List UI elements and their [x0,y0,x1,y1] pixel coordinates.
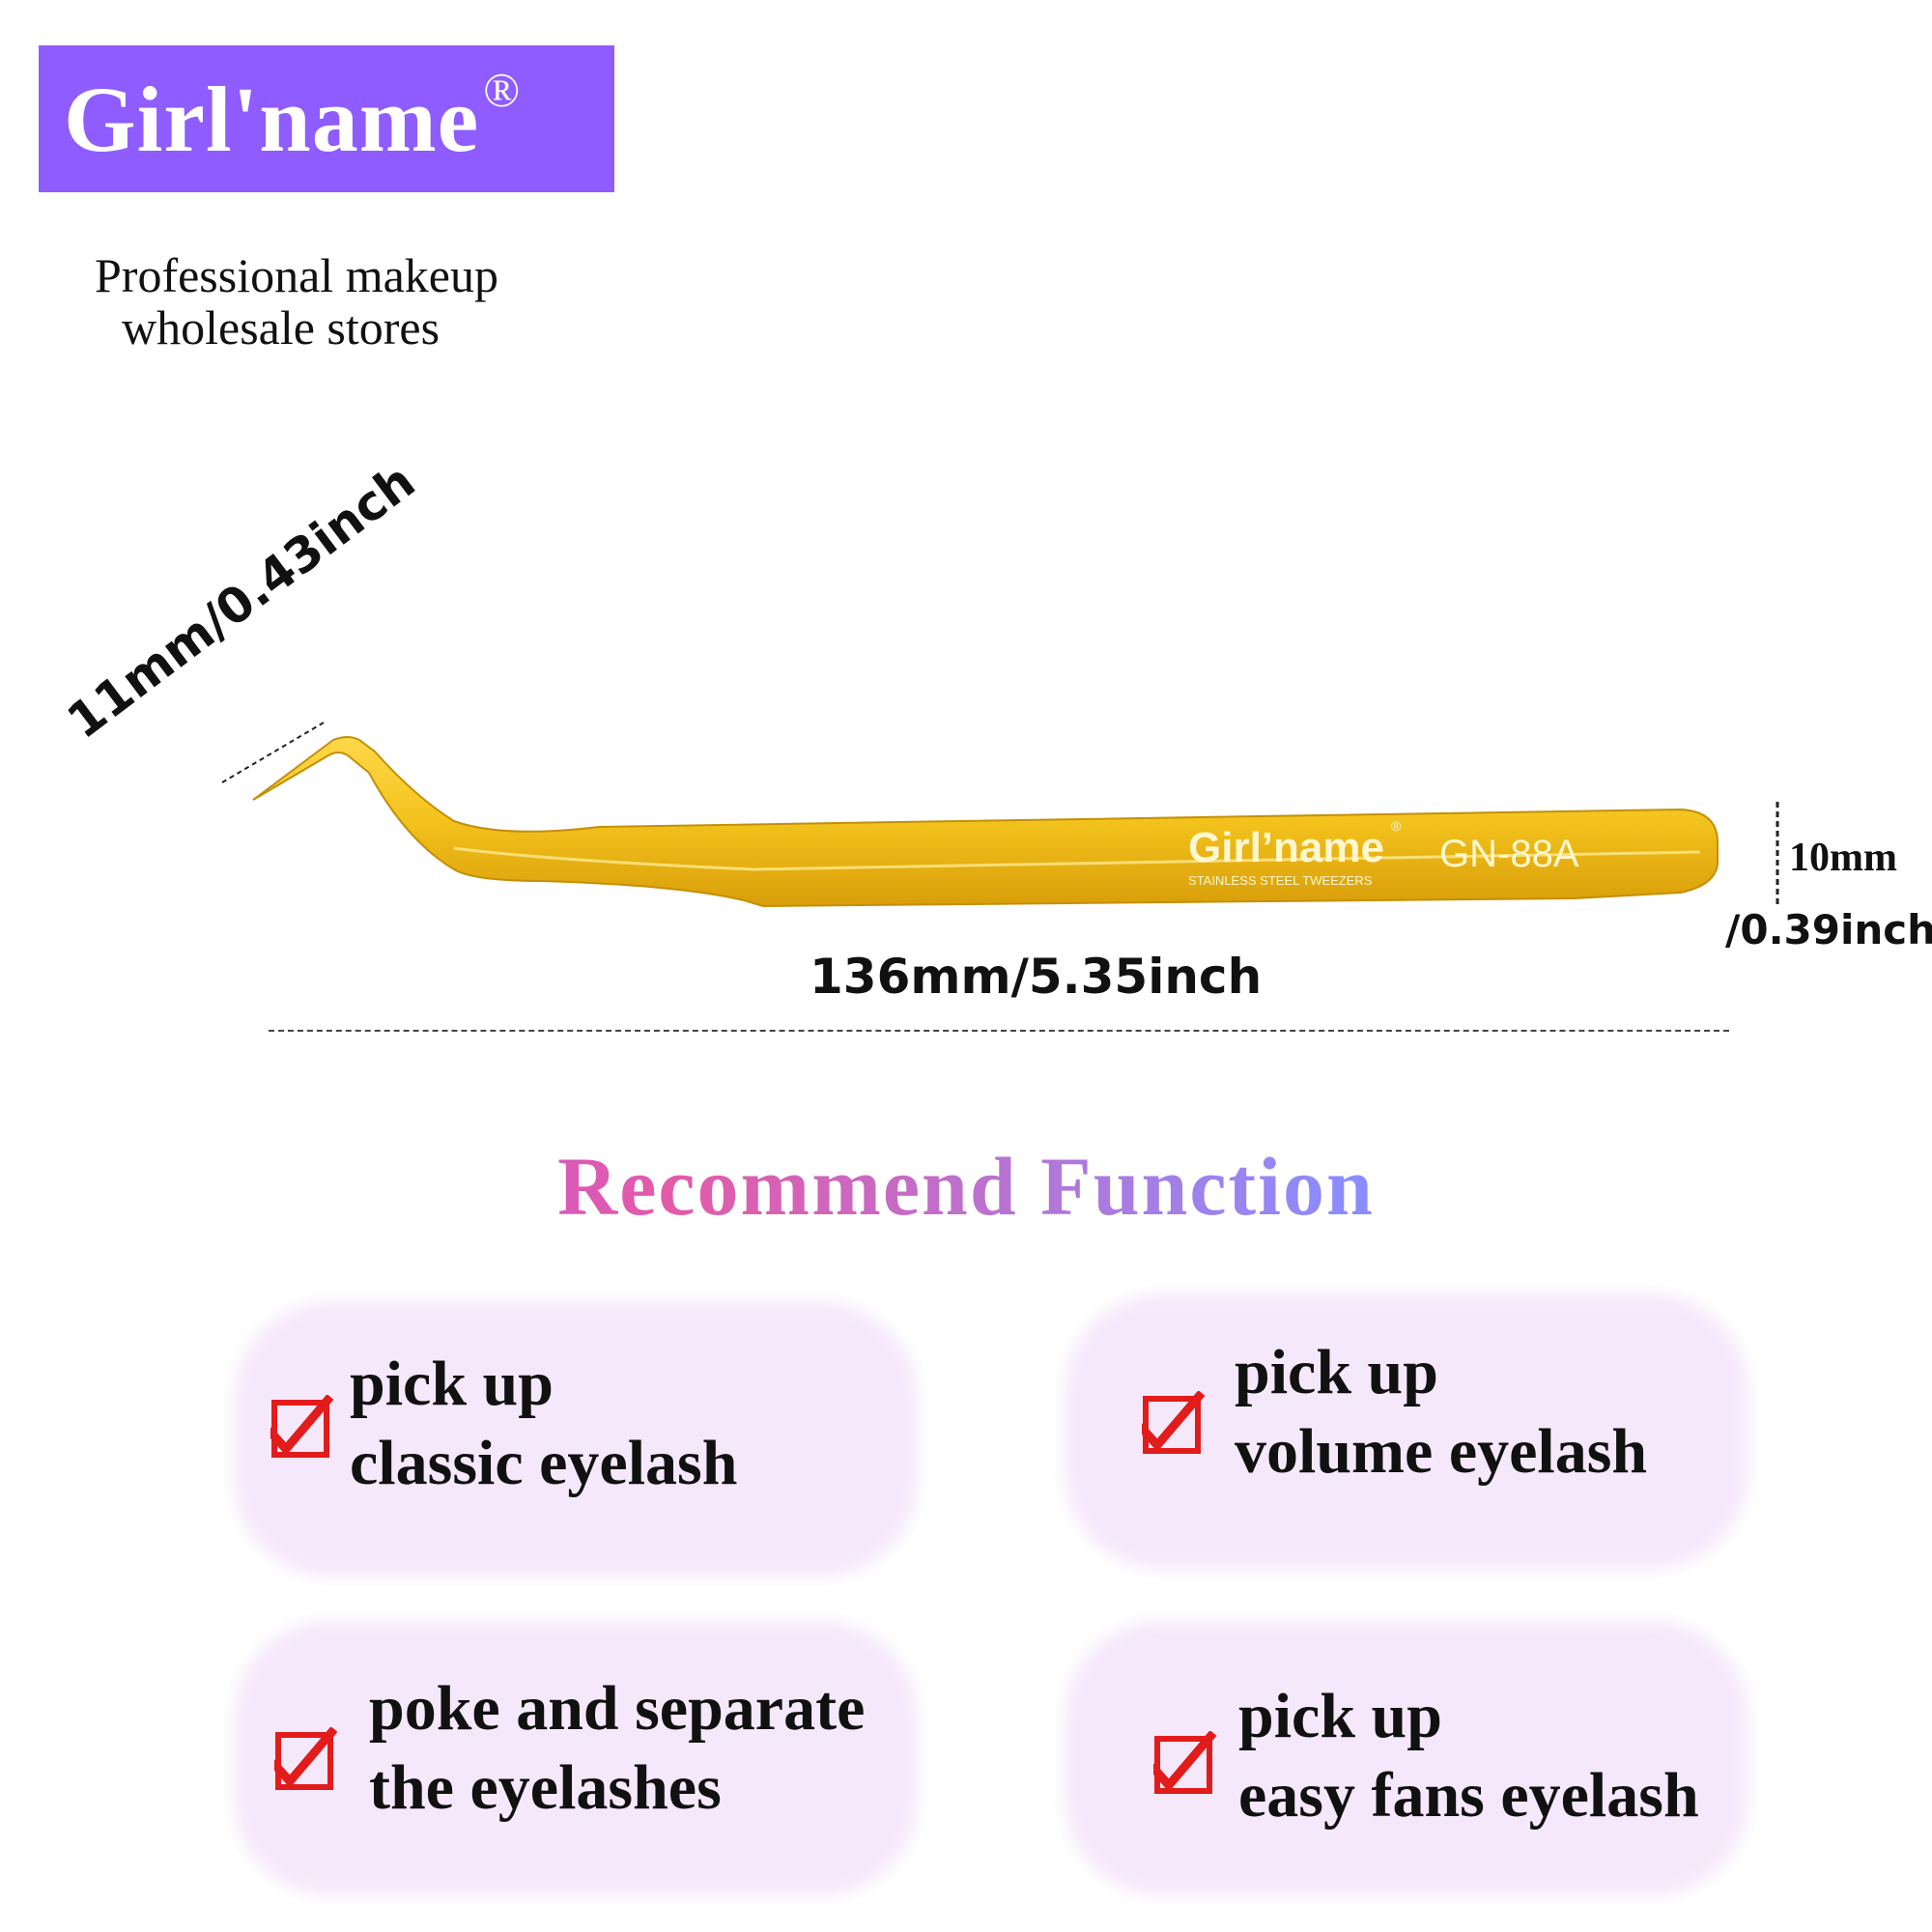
model-number: GN-88A [1439,833,1579,875]
checkbox-checked-icon [274,1727,338,1790]
function-line1: poke and separate [369,1673,866,1744]
engraving-reg: ® [1391,818,1402,834]
checkbox-checked-icon [1153,1731,1217,1794]
width-label-mm: 10mm [1789,836,1897,880]
function-line1: pick up [1238,1681,1442,1751]
function-line2: classic eyelash [350,1428,738,1498]
checkbox-checked-icon [1142,1391,1206,1454]
function-line2: volume eyelash [1235,1416,1648,1487]
function-card: pick up easy fans eyelash [1055,1611,1758,1905]
tweezer-illustration: Girl’name ® STAINLESS STEEL TWEEZERS GN-… [221,722,1779,908]
function-line1: pick up [1235,1337,1438,1407]
engraving-sub: STAINLESS STEEL TWEEZERS [1188,873,1373,888]
section-divider [269,1030,1729,1032]
brand-logo: Girl'name ® [39,45,614,192]
checkbox-checked-icon [270,1395,334,1458]
function-line2: easy fans eyelash [1238,1760,1699,1831]
function-card: pick up classic eyelash [224,1293,927,1586]
function-line2: the eyelashes [369,1752,722,1823]
function-line1: pick up [350,1349,554,1419]
tip-guide-line [221,722,325,783]
function-card: poke and separate the eyelashes [224,1611,927,1905]
width-label-inch: /0.39inch [1725,906,1932,953]
tagline: Professional makeup wholesale stores [95,249,498,354]
tagline-line2: wholesale stores [122,300,440,355]
registered-mark: ® [483,63,521,117]
tagline-line1: Professional makeup [95,248,498,302]
function-card: pick up volume eyelash [1055,1285,1758,1578]
section-heading: Recommend Function [0,1138,1932,1235]
total-length-label: 136mm/5.35inch [810,949,1263,1005]
brand-name: Girl'name [64,67,480,171]
tweezer-body [252,736,1719,908]
engraving-brand: Girl’name [1188,824,1384,871]
